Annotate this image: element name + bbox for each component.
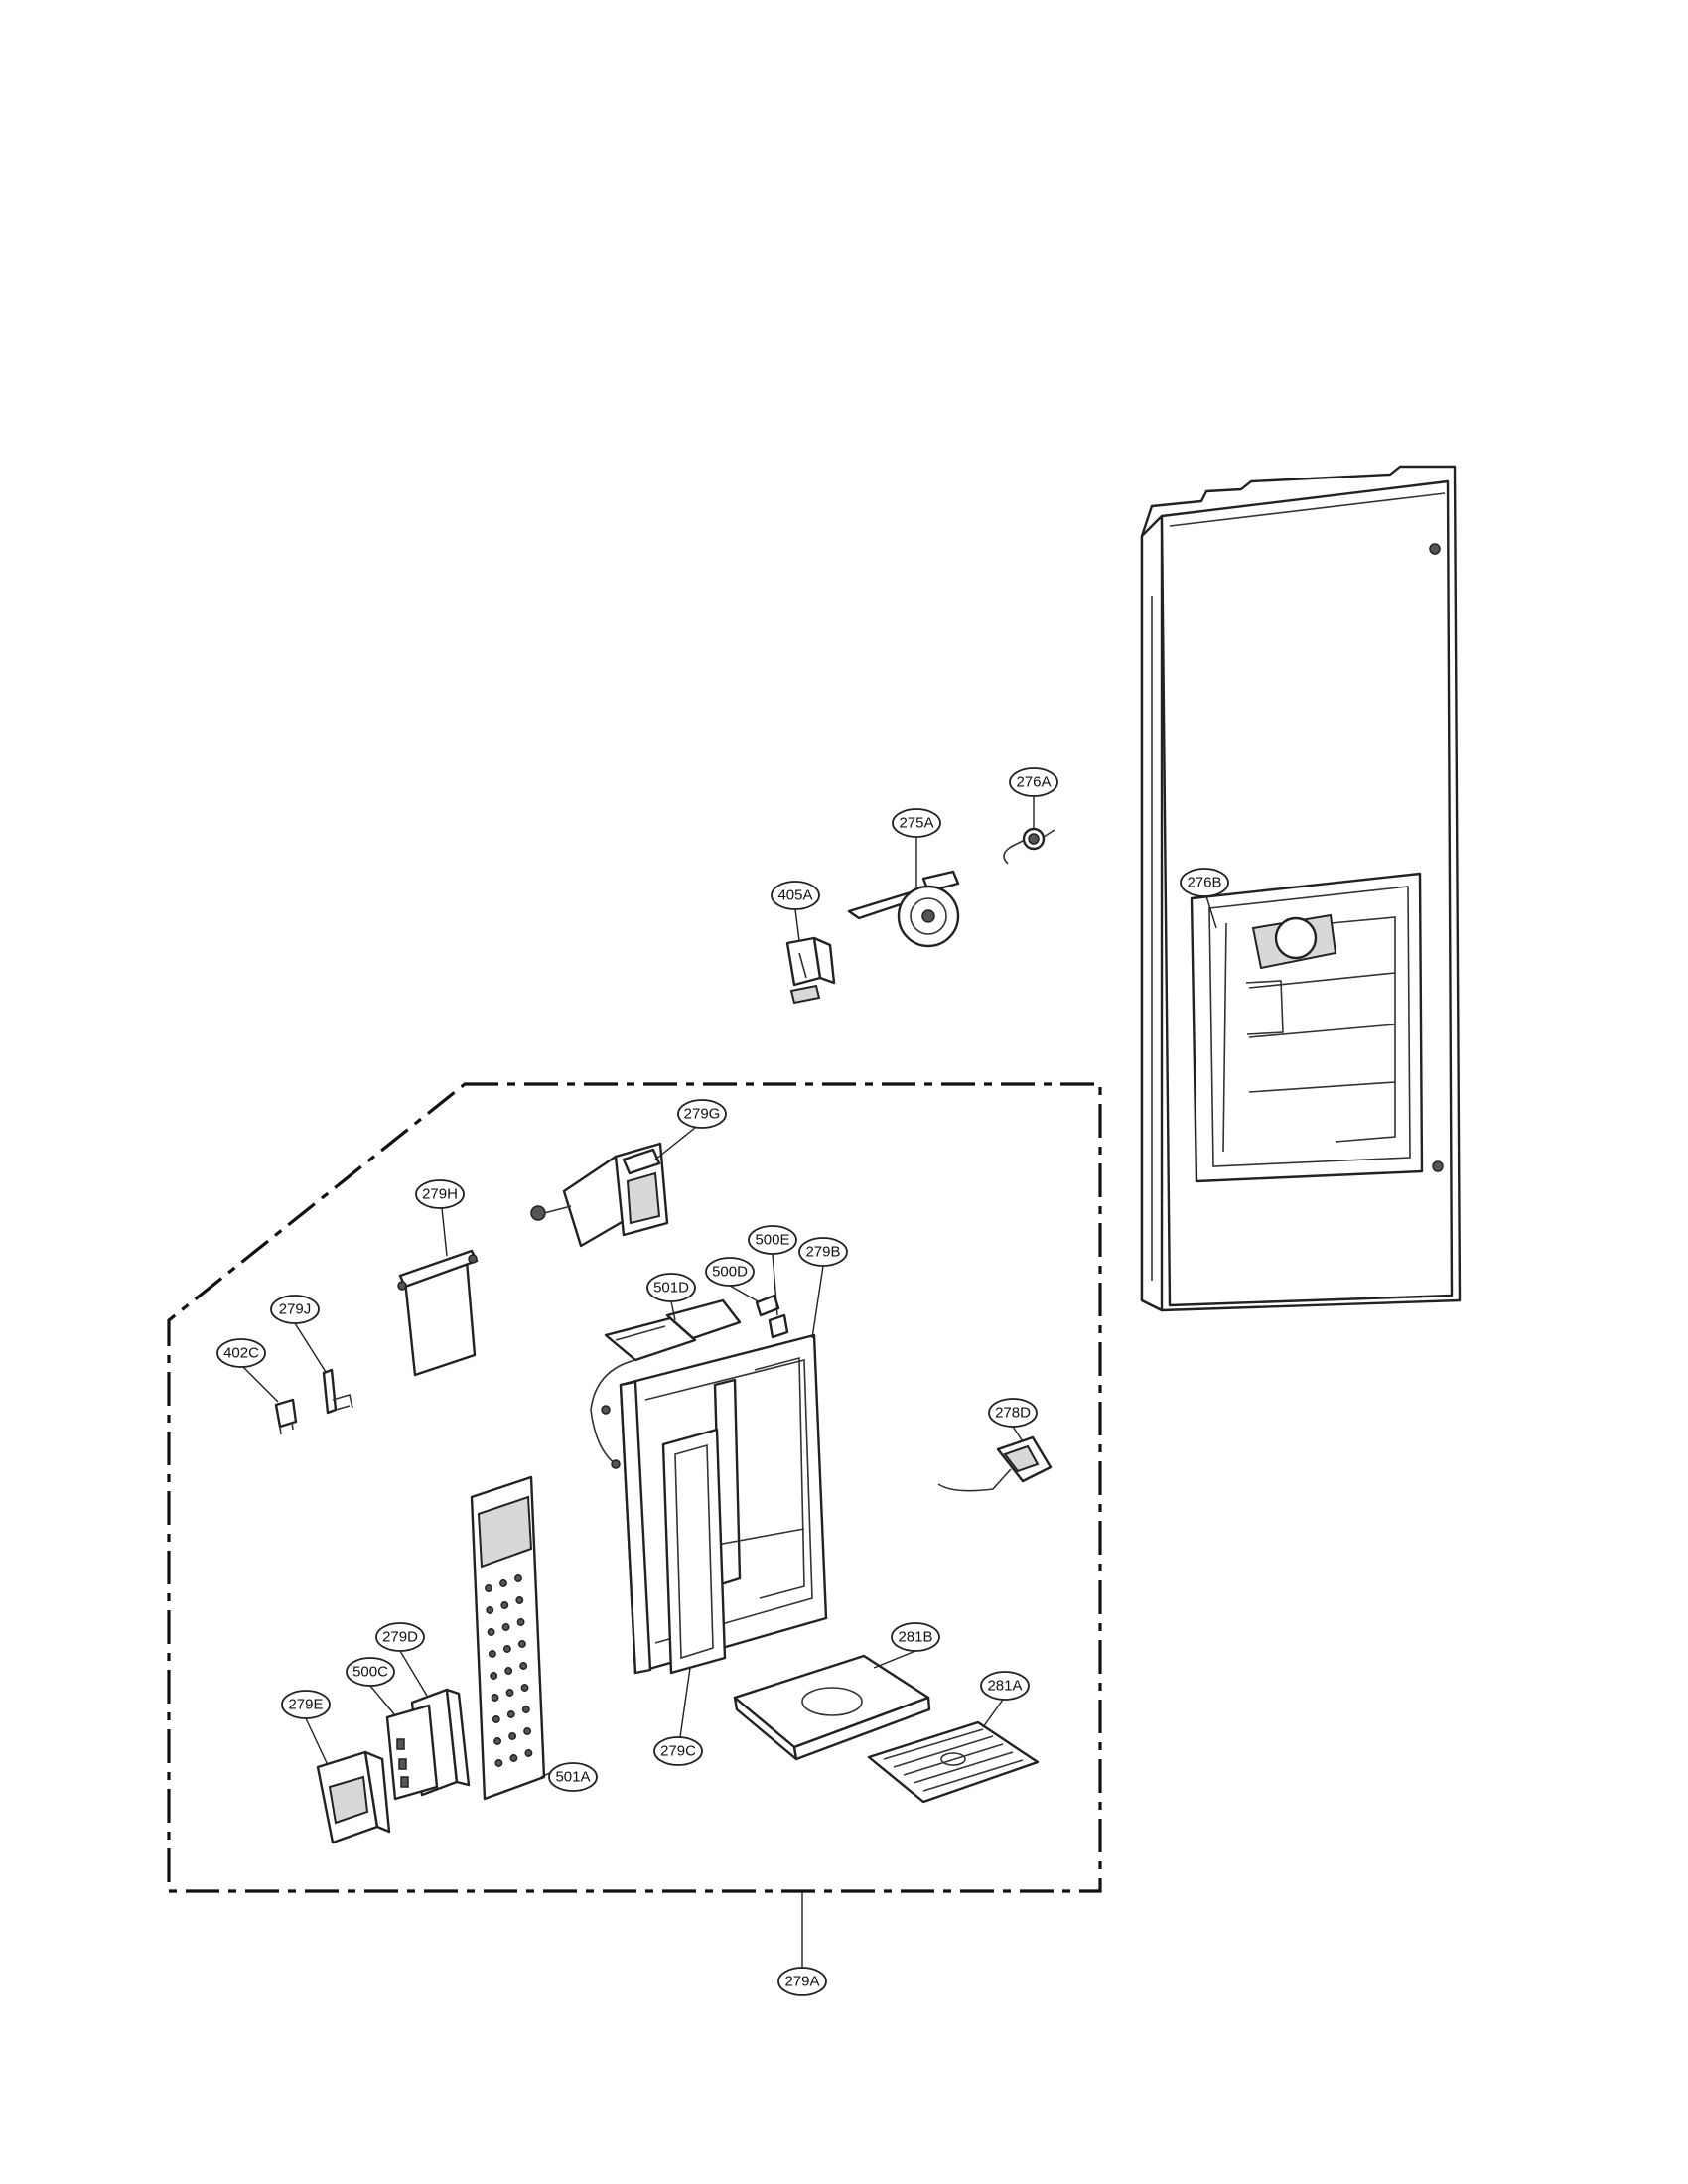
svg-text:402C: 402C <box>223 1345 259 1362</box>
keypad-button-dot <box>506 1710 515 1718</box>
svg-text:405A: 405A <box>777 887 812 904</box>
part-inner-frame <box>661 1428 727 1675</box>
svg-text:500D: 500D <box>712 1264 748 1281</box>
callout-281A: 281A <box>980 1671 1030 1728</box>
keypad-button-dot <box>523 1727 532 1735</box>
svg-text:501A: 501A <box>555 1769 590 1786</box>
part-guide-plate <box>397 1249 479 1377</box>
part-hinge-pin <box>322 1368 353 1415</box>
keypad-button-dot <box>501 1623 510 1631</box>
part-plug <box>768 1313 789 1339</box>
assembly-boundary <box>167 1082 1102 1893</box>
svg-text:276A: 276A <box>1016 774 1051 791</box>
part-lower-housing <box>316 1750 391 1844</box>
keypad-button-dot <box>508 1732 517 1740</box>
callout-402C: 402C <box>216 1338 279 1403</box>
keypad-button-dot <box>499 1579 507 1587</box>
svg-text:281A: 281A <box>987 1678 1022 1695</box>
keypad-button-dot <box>487 1628 495 1636</box>
svg-text:278D: 278D <box>995 1405 1031 1422</box>
callout-279D: 279D <box>375 1622 428 1697</box>
svg-text:279C: 279C <box>660 1743 696 1760</box>
part-circuit-card <box>385 1704 439 1801</box>
callout-405A: 405A <box>771 881 820 942</box>
svg-text:501D: 501D <box>653 1280 689 1297</box>
keypad-button-dot <box>500 1601 509 1609</box>
part-drip-grille <box>867 1720 1040 1804</box>
part-control-board <box>590 1298 742 1469</box>
callout-279E: 279E <box>281 1690 331 1766</box>
keypad-button-dot <box>515 1596 524 1604</box>
callout-279G: 279G <box>654 1099 727 1160</box>
keypad-button-dot <box>486 1606 494 1614</box>
callout-501D: 501D <box>646 1273 696 1321</box>
door-panel <box>1140 465 1462 1312</box>
keypad-button-dot <box>494 1759 503 1767</box>
svg-text:279E: 279E <box>288 1697 323 1713</box>
callout-279C: 279C <box>653 1667 703 1766</box>
callout-500D: 500D <box>705 1257 761 1303</box>
callout-275A: 275A <box>892 808 941 887</box>
keypad-button-dot <box>485 1584 492 1592</box>
keypad-button-dot <box>490 1672 498 1680</box>
keypad-button-dot <box>505 1689 514 1697</box>
keypad-button-dot <box>516 1618 525 1626</box>
callout-276B: 276B <box>1180 868 1229 929</box>
keypad-button-dot <box>491 1694 499 1702</box>
part-upper-bracket <box>530 1142 669 1248</box>
svg-text:279H: 279H <box>422 1186 458 1203</box>
callout-500C: 500C <box>346 1657 396 1716</box>
callout-281B: 281B <box>873 1622 940 1669</box>
svg-text:276B: 276B <box>1187 875 1221 891</box>
part-actuator-arm <box>937 1435 1053 1492</box>
callout-279B: 279B <box>798 1237 848 1339</box>
part-spring <box>1003 827 1055 865</box>
callout-279H: 279H <box>415 1179 465 1257</box>
keypad-button-dot <box>504 1667 513 1675</box>
part-switch <box>785 936 836 1005</box>
part-keypad-panel <box>470 1475 546 1801</box>
svg-text:500C: 500C <box>352 1664 388 1681</box>
callout-276A: 276A <box>1009 767 1058 829</box>
callout-501A: 501A <box>540 1762 598 1792</box>
part-drip-tray <box>733 1654 931 1761</box>
part-lever-arm <box>847 870 960 948</box>
svg-text:279A: 279A <box>784 1974 819 1990</box>
svg-text:281B: 281B <box>898 1629 932 1646</box>
callout-279A: 279A <box>777 1891 827 1996</box>
keypad-button-dot <box>517 1640 526 1648</box>
keypad-button-dot <box>502 1645 511 1653</box>
callout-500E: 500E <box>748 1225 797 1316</box>
keypad-button-dot <box>521 1706 530 1713</box>
callout-278D: 278D <box>988 1398 1038 1442</box>
svg-text:275A: 275A <box>899 815 933 832</box>
callout-279J: 279J <box>270 1295 327 1373</box>
svg-text:500E: 500E <box>755 1232 789 1249</box>
svg-text:279J: 279J <box>279 1301 312 1318</box>
svg-text:279G: 279G <box>684 1106 721 1123</box>
svg-text:279B: 279B <box>805 1244 840 1261</box>
svg-text:279D: 279D <box>382 1629 418 1646</box>
keypad-button-dot <box>488 1650 496 1658</box>
keypad-button-dot <box>519 1662 528 1670</box>
keypad-button-dot <box>509 1754 518 1762</box>
keypad-button-dot <box>493 1737 502 1745</box>
keypad-button-dot <box>492 1715 500 1723</box>
part-small-switch <box>274 1398 298 1435</box>
part-connector <box>755 1294 780 1317</box>
keypad-button-dot <box>520 1684 529 1692</box>
keypad-button-dot <box>514 1574 522 1582</box>
keypad-button-dot <box>524 1749 533 1757</box>
